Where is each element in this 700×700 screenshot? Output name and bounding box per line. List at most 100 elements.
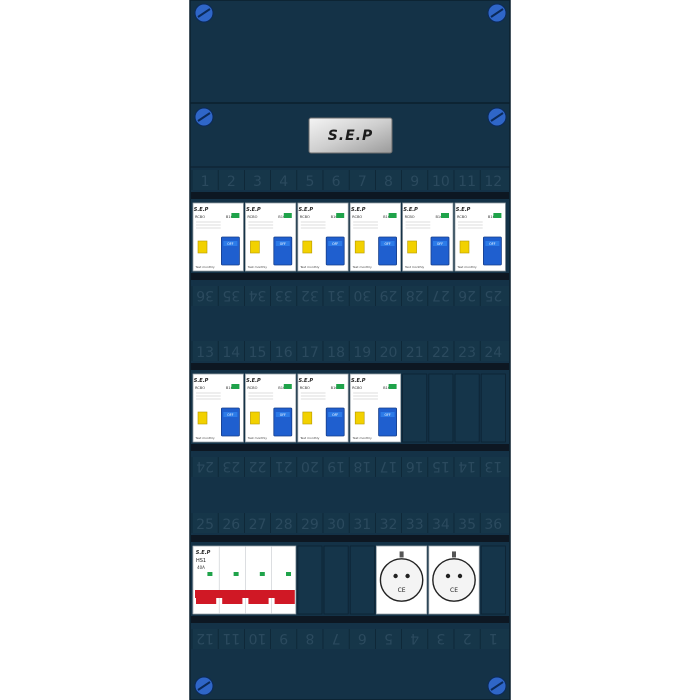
toggle-off-label: OFF: [227, 242, 233, 246]
din-rail-bottom: [191, 444, 509, 451]
toggle-off-label: OFF: [280, 413, 286, 417]
slot-number-inverted: 29: [380, 287, 398, 303]
blanking-plate: [480, 373, 506, 443]
slot-number-inverted: 15: [432, 458, 450, 474]
slot-number-inverted: 16: [406, 458, 424, 474]
screw-icon: [487, 676, 507, 696]
test-monthly-label: Test monthly: [352, 265, 372, 269]
slot-number-inverted: 24: [196, 458, 214, 474]
blanking-plate: [454, 373, 480, 443]
slot-number: 5: [305, 174, 314, 190]
test-monthly-label: Test monthly: [247, 436, 267, 440]
din-rail-top: [191, 363, 509, 370]
slot-number-inverted: 23: [222, 458, 240, 474]
toggle-highlight: [223, 241, 238, 246]
slot-number-inverted: 32: [301, 287, 319, 303]
din-rail-bottom: [191, 273, 509, 280]
rcbo-brand: S.E.P: [246, 378, 261, 384]
slot-number: 9: [410, 174, 419, 190]
slot-number: 2: [227, 174, 236, 190]
pole-indicator: [286, 572, 292, 576]
slot-number: 3: [253, 174, 262, 190]
slot-number: 15: [249, 345, 267, 361]
toggle-off-label: OFF: [385, 242, 391, 246]
test-monthly-label: Test monthly: [299, 436, 319, 440]
test-monthly-label: Test monthly: [194, 265, 214, 269]
toggle-off-label: OFF: [332, 242, 338, 246]
pole-indicator: [259, 572, 265, 576]
screw-icon: [487, 107, 507, 127]
socket-pin-hole: [445, 573, 451, 579]
slot-number-inverted: 5: [384, 630, 393, 646]
slot-number: 25: [196, 517, 214, 533]
test-button[interactable]: [302, 240, 313, 254]
rcbo-brand: S.E.P: [299, 207, 314, 213]
main-switch-brand: S.E.P: [196, 550, 211, 556]
test-button[interactable]: [302, 411, 313, 425]
rcbo-brand: S.E.P: [456, 207, 471, 213]
screw-icon: [194, 3, 214, 23]
toggle-off-label: OFF: [227, 413, 233, 417]
tie-bar[interactable]: [195, 590, 294, 598]
pole-indicator: [207, 572, 213, 576]
test-button[interactable]: [197, 411, 208, 425]
socket-outlet[interactable]: CE: [428, 545, 480, 615]
slot-number: 13: [196, 345, 214, 361]
socket-outlet[interactable]: CE: [375, 545, 428, 615]
slot-number: 14: [222, 345, 240, 361]
slot-number-inverted: 33: [275, 287, 293, 303]
slot-number: 24: [484, 345, 502, 361]
slot-number: 10: [432, 174, 450, 190]
slot-number-inverted: 13: [484, 458, 502, 474]
pole-indicator: [233, 572, 239, 576]
slot-number: 19: [353, 345, 371, 361]
slot-number-inverted: 18: [353, 458, 371, 474]
rcbo-brand: S.E.P: [194, 378, 209, 384]
slot-number: 11: [458, 174, 476, 190]
screw-icon: [194, 107, 214, 127]
test-button[interactable]: [197, 240, 208, 254]
earth-clip: [452, 551, 456, 558]
din-rail-top: [191, 192, 509, 199]
slot-number-inverted: 7: [332, 630, 341, 646]
toggle-off-label: OFF: [280, 242, 286, 246]
slot-number: 4: [279, 174, 288, 190]
rcbo-brand: S.E.P: [246, 207, 261, 213]
toggle-off-label: OFF: [489, 242, 495, 246]
slot-number: 7: [358, 174, 367, 190]
test-monthly-label: Test monthly: [404, 265, 424, 269]
test-button[interactable]: [250, 240, 260, 254]
toggle-highlight: [380, 412, 395, 417]
test-button[interactable]: [354, 240, 365, 254]
slot-number-inverted: 22: [249, 458, 267, 474]
test-button[interactable]: [354, 411, 365, 425]
socket-ce-mark: CE: [450, 587, 458, 594]
test-monthly-label: Test monthly: [352, 436, 372, 440]
test-button[interactable]: [407, 240, 417, 254]
slot-number-inverted: 10: [249, 630, 267, 646]
test-button[interactable]: [459, 240, 470, 254]
rcbo-brand: S.E.P: [299, 378, 314, 384]
slot-number-inverted: 21: [275, 458, 293, 474]
slot-number-inverted: 19: [327, 458, 345, 474]
rcbo-rating: B16: [435, 215, 443, 219]
slot-number-inverted: 8: [305, 630, 314, 646]
test-button[interactable]: [250, 411, 260, 425]
slot-number-inverted: 36: [196, 287, 214, 303]
slot-number-inverted: 28: [406, 287, 424, 303]
slot-number: 18: [327, 345, 345, 361]
rcbo-code: RCBO: [300, 386, 310, 390]
socket-pin-hole: [405, 573, 410, 579]
rcbo-code: RCBO: [300, 215, 310, 219]
